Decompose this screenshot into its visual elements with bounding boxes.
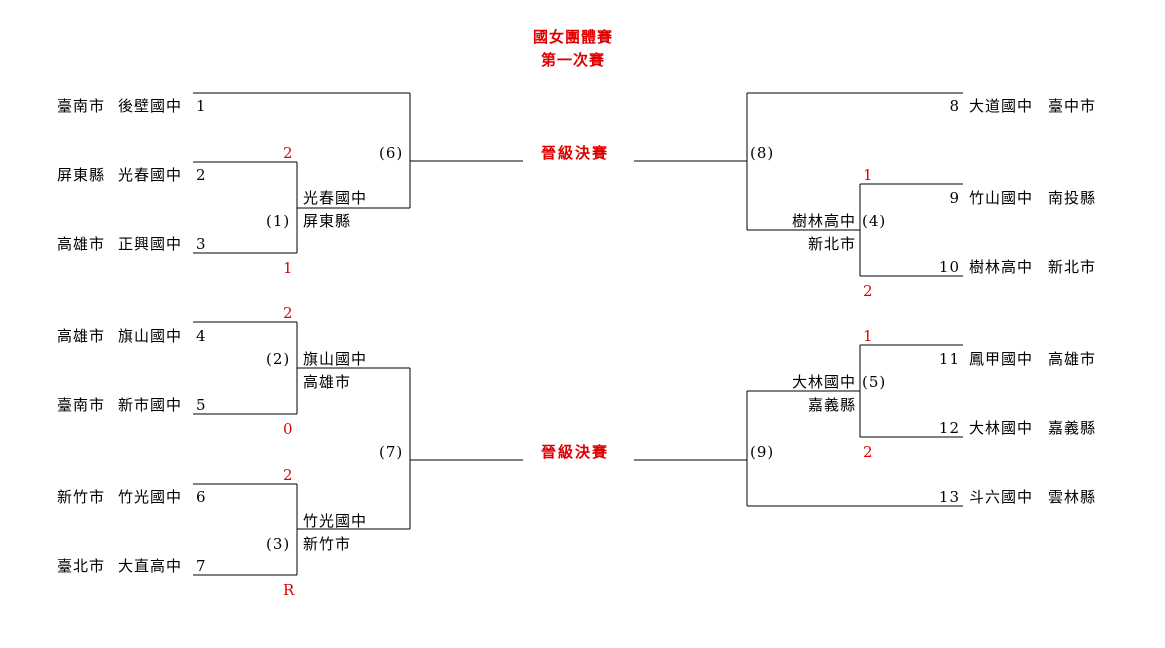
match-label: (9) bbox=[750, 443, 775, 461]
match-score: 2 bbox=[863, 282, 874, 300]
entry-city: 屏東縣 bbox=[57, 166, 106, 184]
match-score: 0 bbox=[283, 420, 294, 438]
final-label-top: 晉級決賽 bbox=[541, 144, 610, 162]
entry-seed: 2 bbox=[196, 166, 207, 184]
entry-school: 竹光國中 bbox=[118, 488, 183, 506]
entry-seed: 9 bbox=[949, 189, 960, 207]
entry-city: 臺南市 bbox=[57, 396, 106, 414]
entry-school: 斗六國中 bbox=[969, 488, 1034, 506]
entry-city: 南投縣 bbox=[1048, 189, 1097, 207]
match-score: 1 bbox=[283, 259, 294, 277]
entry-city: 臺南市 bbox=[57, 97, 106, 115]
match-label: (1) bbox=[266, 212, 291, 230]
entry-school: 鳳甲國中 bbox=[969, 350, 1034, 368]
entry-seed: 3 bbox=[196, 235, 207, 253]
entry-seed: 10 bbox=[938, 258, 960, 276]
entry-seed: 6 bbox=[196, 488, 207, 506]
final-label-bottom: 晉級決賽 bbox=[541, 443, 610, 461]
entry-school: 大直高中 bbox=[118, 557, 183, 575]
match-label: (5) bbox=[862, 373, 887, 391]
match-label: (6) bbox=[379, 144, 404, 162]
entry-school: 新市國中 bbox=[118, 396, 183, 414]
entry-city: 嘉義縣 bbox=[1048, 419, 1097, 437]
entry-city: 雲林縣 bbox=[1048, 488, 1097, 506]
match-label: (8) bbox=[750, 144, 775, 162]
entry-seed: 12 bbox=[938, 419, 960, 437]
match-score: R bbox=[283, 581, 296, 599]
entry-city: 臺北市 bbox=[57, 557, 106, 575]
match-score: 2 bbox=[283, 304, 294, 322]
entry-seed: 1 bbox=[196, 97, 207, 115]
entry-city: 新竹市 bbox=[57, 488, 106, 506]
entry-seed: 4 bbox=[196, 327, 207, 345]
entry-seed: 8 bbox=[949, 97, 960, 115]
entry-seed: 7 bbox=[196, 557, 207, 575]
entry-school: 大林國中 bbox=[969, 419, 1034, 437]
entry-school: 大道國中 bbox=[969, 97, 1034, 115]
match-winner-school: 樹林高中 bbox=[791, 212, 856, 230]
match-score: 1 bbox=[863, 327, 874, 345]
entry-school: 樹林高中 bbox=[969, 258, 1034, 276]
match-winner-school: 光春國中 bbox=[303, 189, 368, 207]
entry-city: 臺中市 bbox=[1048, 97, 1097, 115]
match-score: 2 bbox=[283, 144, 294, 162]
match-winner-city: 新北市 bbox=[807, 235, 856, 253]
match-winner-school: 大林國中 bbox=[791, 373, 856, 391]
match-score: 2 bbox=[863, 443, 874, 461]
entry-school: 旗山國中 bbox=[118, 327, 183, 345]
match-winner-city: 新竹市 bbox=[303, 535, 352, 553]
match-score: 1 bbox=[863, 166, 874, 184]
match-label: (4) bbox=[862, 212, 887, 230]
match-winner-city: 屏東縣 bbox=[303, 212, 352, 230]
entry-seed: 11 bbox=[938, 350, 960, 368]
match-winner-city: 嘉義縣 bbox=[807, 396, 856, 414]
entry-city: 高雄市 bbox=[57, 327, 106, 345]
bracket-title: 國女團體賽 bbox=[533, 28, 614, 46]
match-label: (7) bbox=[379, 443, 404, 461]
bracket-subtitle: 第一次賽 bbox=[541, 51, 606, 69]
match-label: (2) bbox=[266, 350, 291, 368]
match-winner-school: 旗山國中 bbox=[303, 350, 368, 368]
entry-city: 新北市 bbox=[1048, 258, 1097, 276]
entry-school: 竹山國中 bbox=[969, 189, 1034, 207]
entry-seed: 13 bbox=[938, 488, 960, 506]
match-label: (3) bbox=[266, 535, 291, 553]
entry-school: 後壁國中 bbox=[118, 97, 183, 115]
entry-city: 高雄市 bbox=[1048, 350, 1097, 368]
match-winner-school: 竹光國中 bbox=[303, 512, 368, 530]
entry-school: 正興國中 bbox=[118, 235, 183, 253]
entry-city: 高雄市 bbox=[57, 235, 106, 253]
match-score: 2 bbox=[283, 466, 294, 484]
entry-school: 光春國中 bbox=[118, 166, 183, 184]
entry-seed: 5 bbox=[196, 396, 207, 414]
match-winner-city: 高雄市 bbox=[303, 373, 352, 391]
